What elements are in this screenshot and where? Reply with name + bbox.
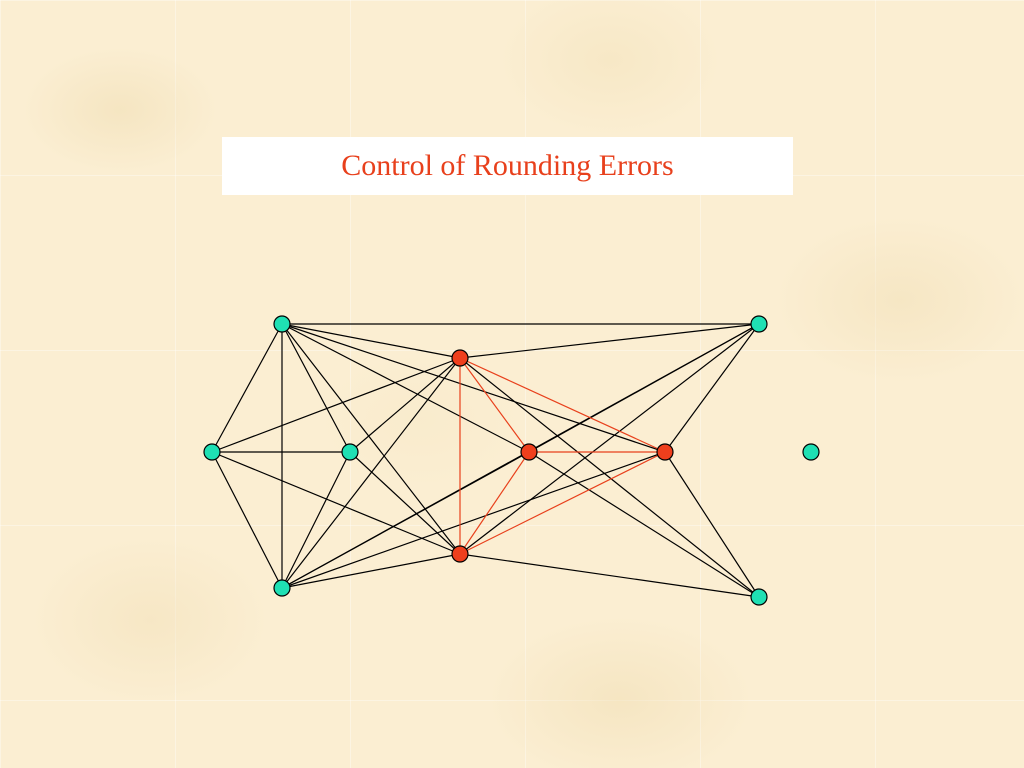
- edge-r-bottom-to-r-right: [459, 451, 666, 555]
- edge-r-mid-to-g-top-right: [528, 323, 760, 453]
- edge-g-top-left-to-g-left: [211, 323, 283, 453]
- edge-r-right-to-g-top-right: [664, 323, 760, 453]
- edge-g-left-to-r-top: [211, 357, 461, 453]
- node-g-isolated: [802, 443, 820, 461]
- edge-r-bottom-to-g-top-right: [459, 323, 760, 555]
- node-g-bottom-left: [273, 579, 291, 597]
- node-g-top-left: [273, 315, 291, 333]
- edge-r-bottom-to-g-bottom-right: [459, 553, 760, 598]
- node-r-mid: [520, 443, 538, 461]
- node-g-left: [203, 443, 221, 461]
- edge-g-top-left-to-r-mid: [281, 323, 530, 453]
- node-r-top: [451, 349, 469, 367]
- node-r-bottom: [451, 545, 469, 563]
- node-g-mid: [341, 443, 359, 461]
- edge-g-mid-to-g-bottom-left: [281, 451, 351, 589]
- node-g-bottom-right: [750, 588, 768, 606]
- edge-g-bottom-left-to-r-right: [281, 451, 666, 589]
- edge-g-top-left-to-r-right: [281, 323, 666, 453]
- slide-title: Control of Rounding Errors: [341, 149, 674, 182]
- graph-edges: [211, 323, 760, 598]
- edge-g-left-to-g-bottom-left: [211, 451, 283, 589]
- title-box: Control of Rounding Errors: [222, 137, 793, 195]
- edge-r-top-to-g-top-right: [459, 323, 760, 359]
- graph-nodes: [203, 315, 820, 606]
- node-r-right: [656, 443, 674, 461]
- edge-r-right-to-g-bottom-right: [664, 451, 760, 598]
- edge-r-top-to-g-bottom-right: [459, 357, 760, 598]
- edge-g-bottom-left-to-r-top: [281, 357, 461, 589]
- edge-g-mid-to-r-top: [349, 357, 461, 453]
- edge-g-top-left-to-r-top: [281, 323, 461, 359]
- edge-g-top-left-to-g-mid: [281, 323, 351, 453]
- edge-g-bottom-left-to-r-bottom: [281, 553, 461, 589]
- edge-g-left-to-r-bottom: [211, 451, 461, 555]
- edge-g-mid-to-r-bottom: [349, 451, 461, 555]
- edge-r-top-to-r-mid: [459, 357, 530, 453]
- node-g-top-right: [750, 315, 768, 333]
- edge-r-mid-to-g-bottom-right: [528, 451, 760, 598]
- edge-r-bottom-to-r-mid: [459, 451, 530, 555]
- edge-r-top-to-r-right: [459, 357, 666, 453]
- edge-g-top-left-to-r-bottom: [281, 323, 461, 555]
